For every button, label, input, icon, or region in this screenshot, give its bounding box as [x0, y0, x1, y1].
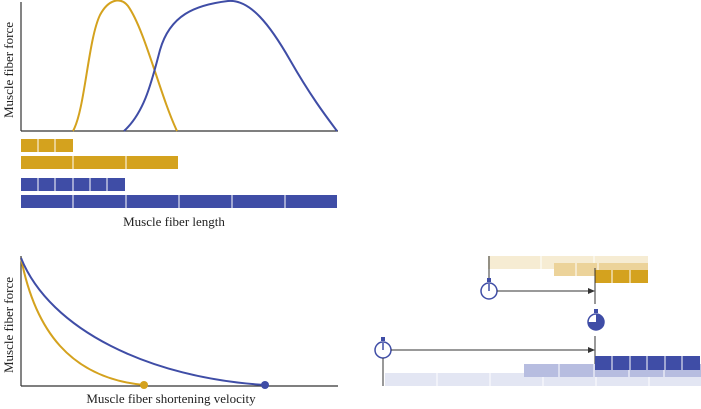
gold-short-bar	[21, 139, 73, 152]
blue-force-length-curve	[123, 0, 338, 132]
top-y-axis-label: Muscle fiber force	[1, 22, 16, 118]
stopwatch-start-icon	[374, 337, 392, 359]
blue-short-bar	[21, 178, 125, 191]
force-length-plot: Muscle fiber force	[1, 0, 338, 132]
gold-arrow-head	[588, 288, 595, 294]
force-velocity-plot: Muscle fiber force Muscle fiber shorteni…	[1, 256, 338, 406]
bottom-y-axis-label: Muscle fiber force	[1, 277, 16, 373]
gold-force-length-curve	[72, 0, 178, 132]
bottom-x-axis-label: Muscle fiber shortening velocity	[86, 391, 256, 406]
blue-force-velocity-curve	[20, 257, 266, 386]
blue-arrow-head	[588, 347, 595, 353]
blue-max-velocity-point	[261, 381, 269, 389]
blue-timing-diagram	[374, 336, 701, 386]
stopwatch-elapsed-icon	[587, 309, 605, 331]
gold-solid-bar	[595, 270, 648, 283]
blue-long-bar	[21, 195, 337, 208]
stopwatch-start-icon	[480, 278, 498, 300]
gold-max-velocity-point	[140, 381, 148, 389]
top-x-axis-label: Muscle fiber length	[123, 214, 225, 229]
gold-timing-diagram	[480, 256, 648, 331]
gold-long-bar	[21, 156, 178, 169]
gold-force-velocity-curve	[20, 257, 145, 386]
